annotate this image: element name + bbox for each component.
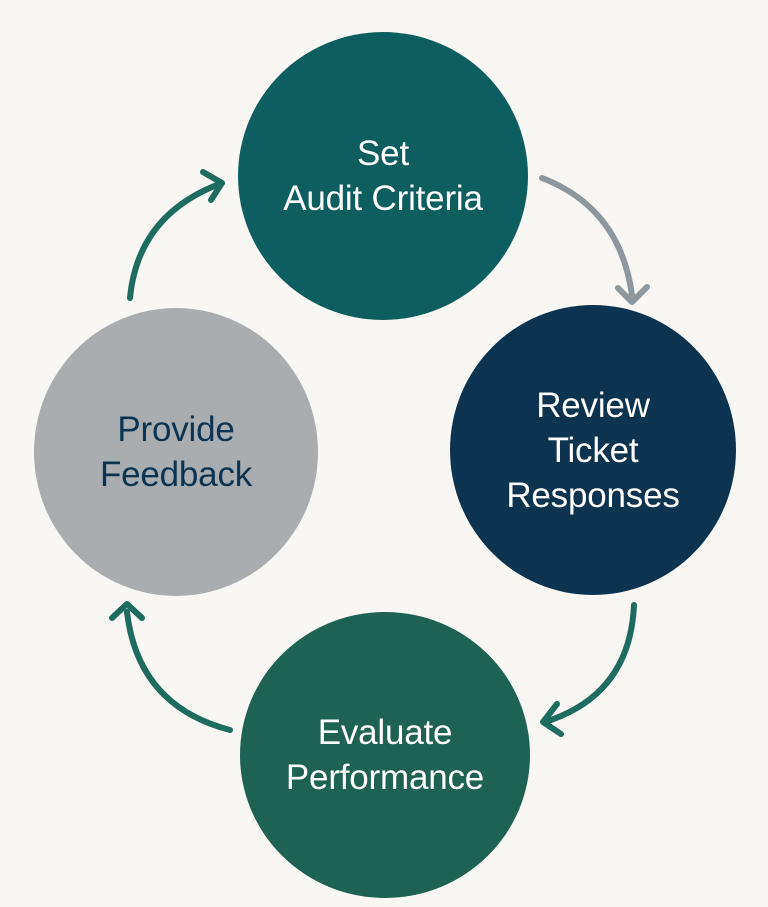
node-provide-feedback: Provide Feedback <box>34 308 318 596</box>
node-set-audit-criteria: Set Audit Criteria <box>238 32 528 320</box>
node-evaluate-line2: Performance <box>285 758 485 797</box>
node-review-ticket-responses: Review Ticket Responses <box>450 305 736 595</box>
node-set-line1: Set <box>357 134 409 173</box>
arrow-set-to-review <box>539 175 650 305</box>
arrow-feedback-to-set <box>127 169 225 301</box>
node-evaluate-line1: Evaluate <box>317 713 453 752</box>
node-feedback-line1: Provide <box>117 410 235 449</box>
node-review-line2: Ticket <box>547 430 639 470</box>
node-review-line1: Review <box>536 385 650 425</box>
node-review-line3: Responses <box>506 475 680 515</box>
node-set-line2: Audit Criteria <box>283 179 483 218</box>
arrow-evaluate-to-feedback <box>109 601 233 733</box>
arrow-review-to-evaluate <box>540 602 637 737</box>
node-feedback-line2: Feedback <box>99 455 253 494</box>
node-evaluate-performance: Evaluate Performance <box>240 612 530 898</box>
